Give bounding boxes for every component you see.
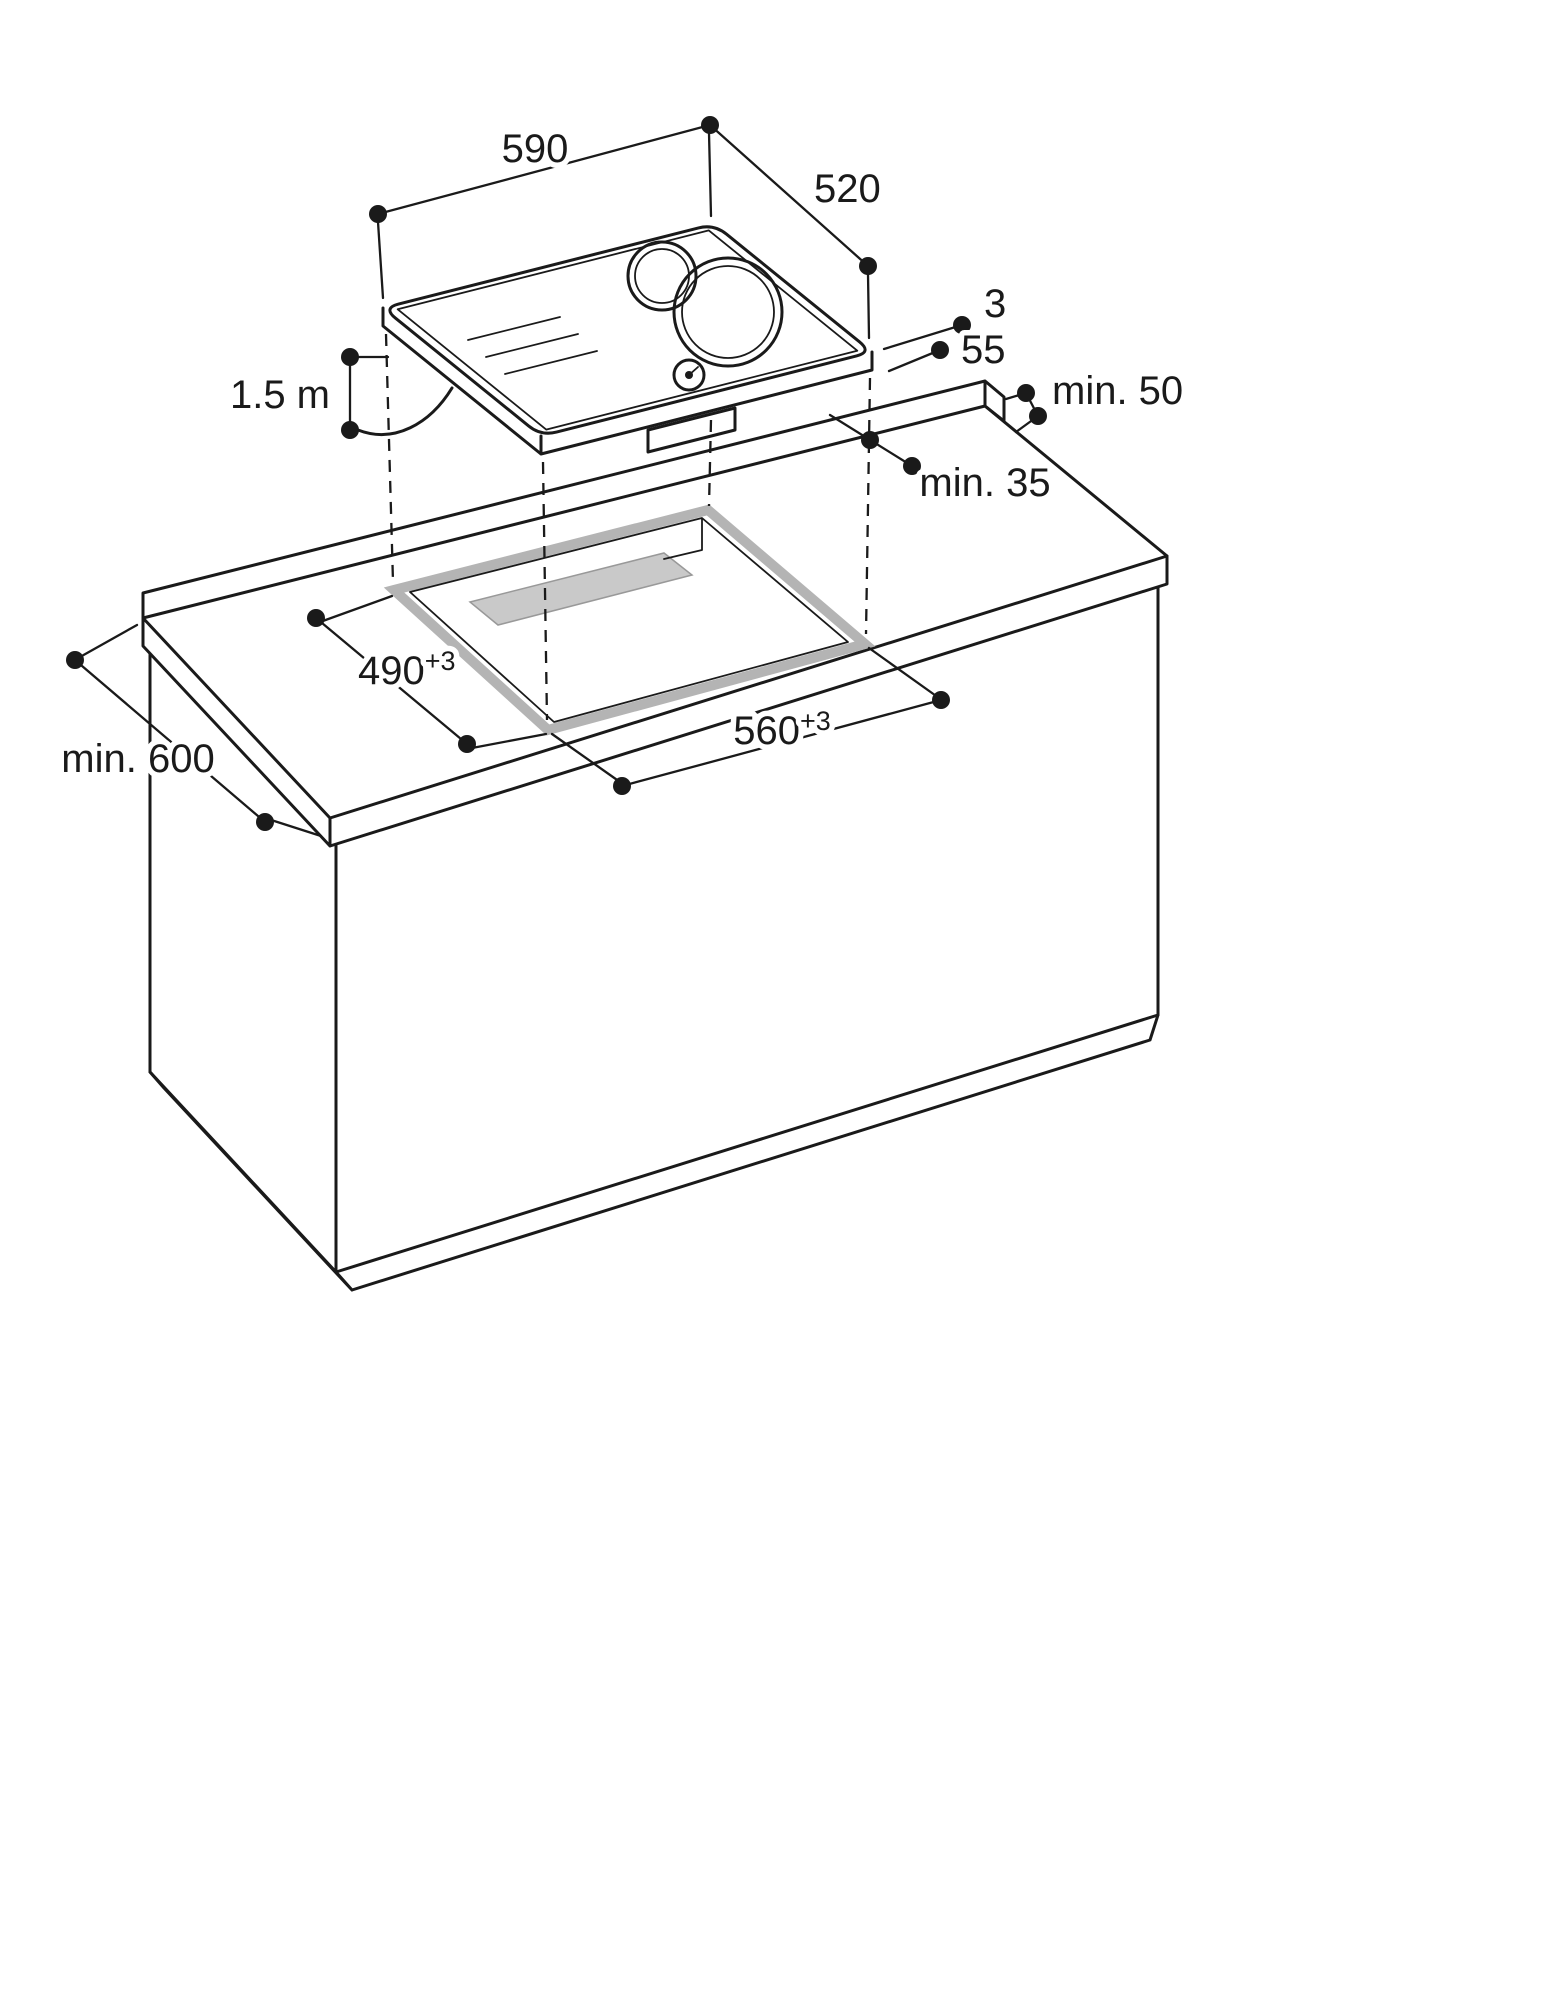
dim-endpoint xyxy=(932,691,950,709)
worktop-edge xyxy=(141,554,1169,848)
dim-cable-length-label: 1.5 m xyxy=(230,373,330,417)
burner-large xyxy=(672,256,784,368)
cooktop-side xyxy=(381,306,874,456)
dim-extension xyxy=(318,594,548,750)
power-cable xyxy=(356,386,454,436)
dim-endpoint xyxy=(458,735,476,753)
dim-cutout-depth-value: 490 xyxy=(358,649,425,693)
dim-installation-height-label: 55 xyxy=(961,328,1006,372)
dim-rear-clearance-label: min. 50 xyxy=(1052,369,1183,413)
dim-cutout-width-value: 560 xyxy=(733,709,800,753)
control-knob-ring xyxy=(672,358,706,392)
dim-cutout-width-label: 560+3 xyxy=(733,706,831,753)
dim-leader xyxy=(882,323,964,351)
dim-line xyxy=(314,616,469,746)
generator-box xyxy=(468,552,694,626)
dim-endpoint xyxy=(861,431,879,449)
cooktop-glass-edge xyxy=(396,229,859,431)
dim-cooktop-depth: 520 xyxy=(708,123,886,340)
dim-extension xyxy=(78,623,323,838)
dim-side-clearance-label: min. 35 xyxy=(919,461,1050,505)
dim-extension xyxy=(550,646,941,784)
dim-endpoint xyxy=(931,341,949,359)
worktop xyxy=(141,404,1169,848)
dim-side-clearance: min. 35 xyxy=(828,413,1056,511)
dim-line xyxy=(348,355,390,432)
control-knob xyxy=(672,358,706,392)
backsplash-rail xyxy=(141,379,1006,620)
projection-dashed-lines xyxy=(384,333,872,721)
dim-line xyxy=(376,123,712,216)
dim-endpoint xyxy=(341,421,359,439)
dim-glass-lip: 3 xyxy=(882,277,1012,351)
dim-line xyxy=(73,658,267,824)
burner-large-inner-ring xyxy=(681,265,775,359)
dim-endpoint xyxy=(341,348,359,366)
dim-cutout-width: 560+3 xyxy=(550,646,950,795)
dim-cutout-depth-label: 490+3 xyxy=(358,646,456,693)
cutout-rim xyxy=(383,504,876,736)
cabinet xyxy=(148,586,1160,1292)
control-knob-pointer xyxy=(688,366,699,376)
dim-leader xyxy=(887,348,942,373)
dim-endpoint xyxy=(1017,384,1035,402)
connection-box xyxy=(646,406,737,454)
burner-small-inner-ring xyxy=(634,248,690,304)
dim-cutout-depth-tolerance: +3 xyxy=(425,646,456,676)
dim-endpoint xyxy=(613,777,631,795)
cooktop-zone-markings xyxy=(467,316,598,375)
dim-endpoint xyxy=(66,651,84,669)
dim-endpoint xyxy=(953,316,971,334)
cutout xyxy=(383,504,876,736)
dim-cooktop-width: 590 xyxy=(369,116,719,300)
dim-line xyxy=(620,698,943,788)
dim-worktop-depth: min. 600 xyxy=(56,623,323,838)
dim-endpoint xyxy=(307,609,325,627)
cooktop xyxy=(356,225,874,456)
dim-endpoint xyxy=(903,457,921,475)
dim-endpoint xyxy=(859,257,877,275)
cabinet-plinth xyxy=(148,1013,1160,1292)
dimensions: 590 520 3 55 1.5 m xyxy=(56,116,1189,838)
dim-cutout-depth: 490+3 xyxy=(307,594,548,753)
dim-cooktop-depth-label: 520 xyxy=(814,167,881,211)
burner-small xyxy=(626,240,698,312)
dim-glass-lip-label: 3 xyxy=(984,282,1006,326)
dim-cutout-width-tolerance: +3 xyxy=(800,706,831,736)
dim-extension xyxy=(866,272,871,340)
dim-endpoint xyxy=(1029,407,1047,425)
dim-line xyxy=(708,123,870,268)
cutout-inner-edge xyxy=(409,517,849,723)
dim-installation-height: 55 xyxy=(887,323,1011,378)
projection-lines xyxy=(384,333,872,721)
dim-cable-length: 1.5 m xyxy=(224,348,390,439)
dim-cooktop-width-label: 590 xyxy=(502,127,569,171)
cooktop-outline xyxy=(388,225,867,435)
dim-endpoint xyxy=(369,205,387,223)
dim-endpoint xyxy=(256,813,274,831)
backsplash xyxy=(141,379,1006,620)
dim-worktop-depth-label: min. 600 xyxy=(61,737,214,781)
dim-rear-clearance: min. 50 xyxy=(1004,364,1189,434)
dim-extension xyxy=(376,131,713,300)
